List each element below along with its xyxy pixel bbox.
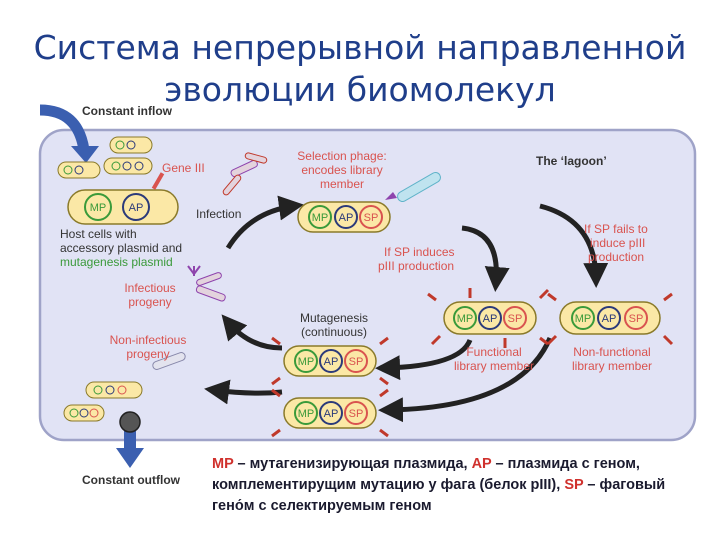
functional-sp-label: SP <box>508 313 523 325</box>
bottom-sp-label: SP <box>349 408 364 420</box>
infectious-progeny-phages <box>187 265 226 302</box>
sp-fails-arrow <box>539 203 609 288</box>
outflow-pipe <box>124 428 136 450</box>
host-ap-label: AP <box>129 202 144 214</box>
non-infectious-line-1: Non-infectious <box>110 333 187 347</box>
caption-ap-text: – плазмида с геном, комплементирущим мут… <box>212 456 640 493</box>
lagoon-label: The ‘lagoon’ <box>536 154 607 168</box>
caption-sp-key: SP <box>564 477 584 493</box>
caption: MP – мутагенизирующая плазмида, AP – пла… <box>212 454 682 517</box>
infected-mp-label: MP <box>312 212 329 224</box>
bottom-mp-label: MP <box>298 408 315 420</box>
functional-mp-label: MP <box>457 313 474 325</box>
selection-phages <box>222 152 268 196</box>
bottom-cell <box>271 388 389 438</box>
sp-fails-line-3: production <box>588 250 644 264</box>
nonfunctional-line-2: library member <box>572 359 652 373</box>
host-cells-line-1: Host cells with <box>60 227 137 241</box>
producing-sp-label: SP <box>349 356 364 368</box>
inflow-cell-3 <box>103 157 153 175</box>
host-cell <box>67 172 179 225</box>
functional-ap-label: AP <box>483 313 498 325</box>
sp-fails-line-1: If SP fails to <box>584 222 648 236</box>
constant-outflow-label: Constant outflow <box>82 473 181 487</box>
sp-induces-arrow <box>461 225 510 292</box>
producing-mp-label: MP <box>298 356 315 368</box>
title-line-1: Система непрерывной направленной <box>33 28 687 67</box>
outflow-cell-2 <box>63 404 105 422</box>
nonfunctional-sp-label: SP <box>629 313 644 325</box>
gene-iii-label: Gene III <box>162 161 205 175</box>
infection-arrow <box>225 195 304 250</box>
infection-label: Infection <box>196 207 241 221</box>
caption-mp-key: MP <box>212 456 234 472</box>
functional-line-2: library member <box>454 359 534 373</box>
infected-cell <box>297 172 441 233</box>
bottom-ap-label: AP <box>324 408 339 420</box>
functional-cell <box>427 288 550 348</box>
inflow-cell-2 <box>57 161 101 179</box>
functional-line-1: Functional <box>466 345 521 359</box>
functional-return-arrow <box>375 338 473 381</box>
progeny-arrow <box>221 314 283 351</box>
selection-phage-line-3: member <box>320 177 364 191</box>
producing-ap-label: AP <box>324 356 339 368</box>
nonfunctional-mp-label: MP <box>575 313 592 325</box>
caption-sp-text: – фаговый гено́м с селектируемым геном <box>212 477 666 514</box>
inflow-arrow <box>39 104 90 152</box>
outflow-cycle-arrow <box>378 337 553 423</box>
caption-mp-text: – мутагенизирующая плазмида, <box>233 456 472 472</box>
host-mp-label: MP <box>90 202 107 214</box>
mutagenesis-plasmid-label: mutagenesis plasmid <box>60 255 173 269</box>
infectious-progeny-line-2: progeny <box>128 295 171 309</box>
inflow-arrowhead <box>71 146 99 163</box>
infected-sp-label: SP <box>364 212 379 224</box>
non-infectious-line-2: progeny <box>126 347 169 361</box>
infectious-progeny-line-1: Infectious <box>124 281 175 295</box>
nonfunctional-ap-label: AP <box>602 313 617 325</box>
selection-phage-line-1: Selection phage: <box>297 149 386 163</box>
caption-ap-key: AP <box>471 456 492 472</box>
sp-fails-line-2: induce pIII <box>590 236 645 250</box>
host-cells-line-2: accessory plasmid and <box>60 241 182 255</box>
title-line-2: эволюции биомолекул <box>164 70 556 109</box>
nonfunctional-line-1: Non-functional <box>573 345 650 359</box>
constant-inflow-label: Constant inflow <box>82 104 173 118</box>
mutagenesis-line-2: (continuous) <box>301 325 367 339</box>
nonfunctional-cell <box>546 292 674 346</box>
outflow-arrowhead <box>116 448 144 468</box>
selection-phage-line-2: encodes library <box>301 163 382 177</box>
mutagenesis-line-1: Mutagenesis <box>300 311 368 325</box>
sp-induces-line-1: If SP induces <box>384 245 455 259</box>
outflow-cell-1 <box>85 381 143 399</box>
infected-ap-label: AP <box>339 212 354 224</box>
inflow-cell-1 <box>109 136 153 154</box>
sp-induces-line-2: pIII production <box>378 259 454 273</box>
producing-cell <box>271 336 389 386</box>
outflow-filter <box>119 411 141 433</box>
non-infectious-progeny-phages <box>152 352 186 370</box>
